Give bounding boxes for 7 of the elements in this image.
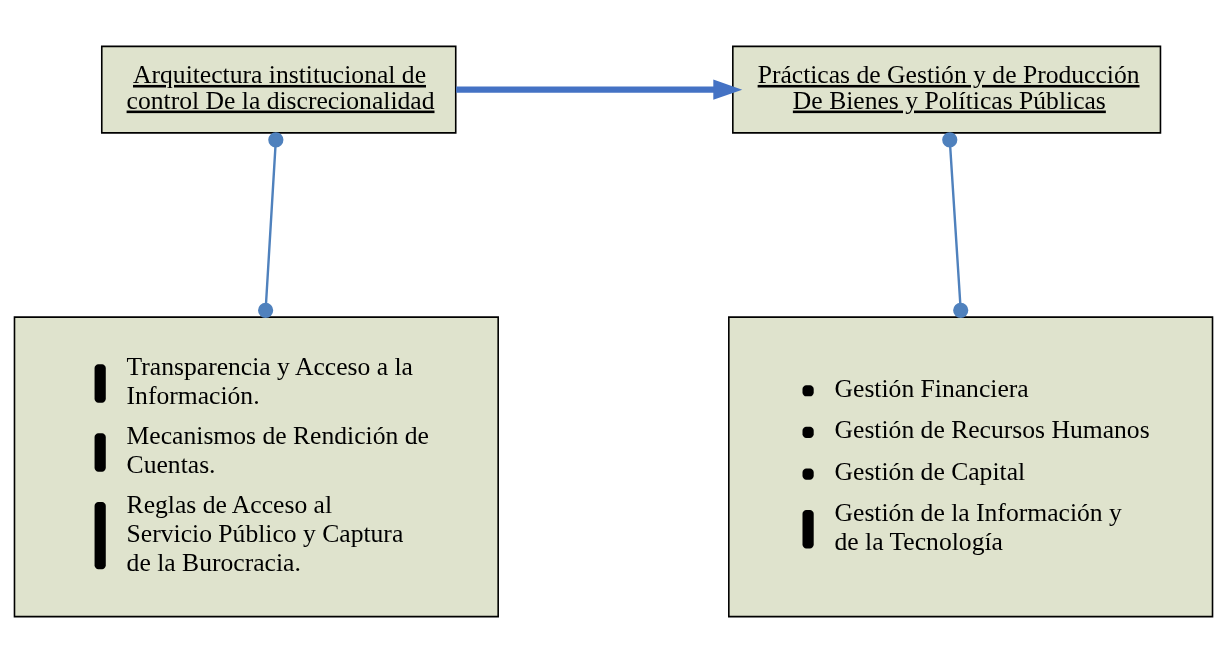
connector <box>258 132 284 318</box>
arrow <box>456 79 743 100</box>
node-box: Gestión Financiera Gestión de Recursos Humanos Gestión de Capital Gestión de la Información y de la Tecnología <box>728 316 1214 618</box>
node-box: Transparencia y Acceso a la Información. Mecanismos de Rendición de Cuentas. Reglas de Acceso al Servicio Público y Captura de la Burocracia. <box>13 316 499 618</box>
connector <box>942 132 969 318</box>
node-box: Arquitectura institucional de control De la discrecionalidad <box>100 45 457 134</box>
node-box: Prácticas de Gestión y de Producción De Bienes y Políticas Públicas <box>732 45 1162 134</box>
